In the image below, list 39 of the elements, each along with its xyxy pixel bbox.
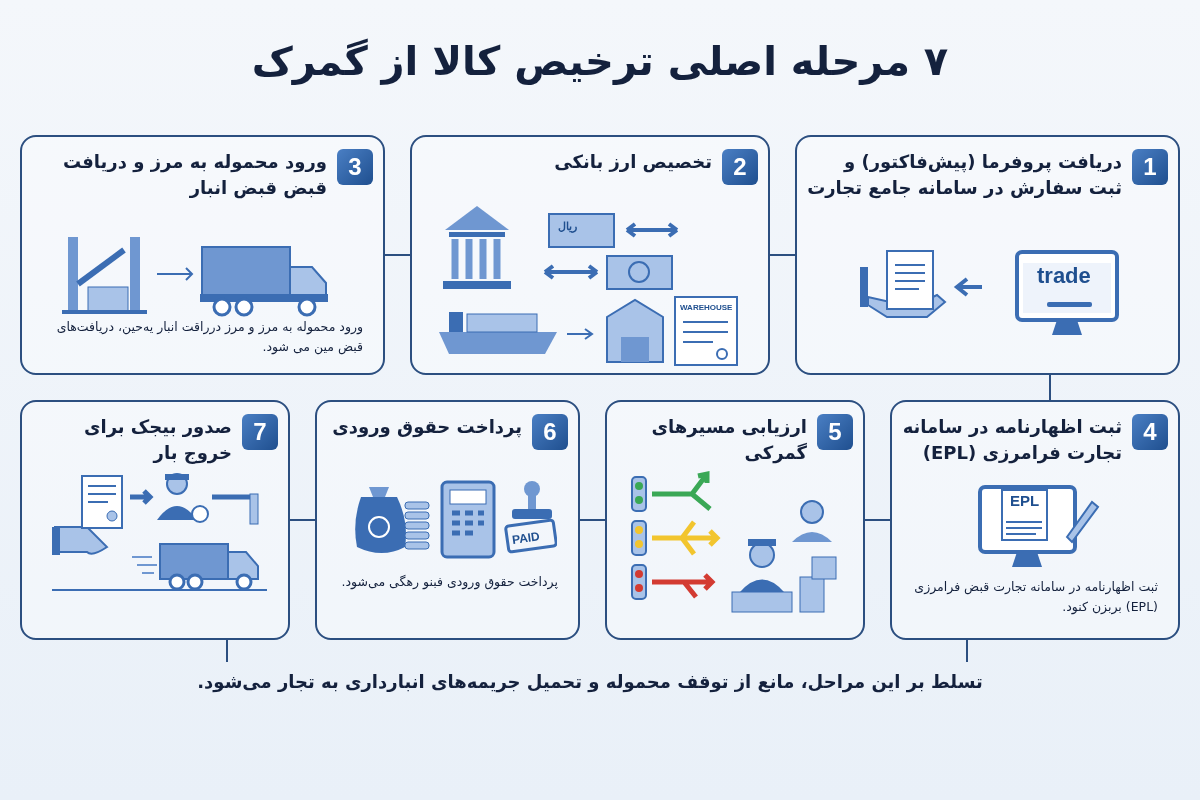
document-heading: WAREHOUSE — [680, 304, 733, 312]
step-heading: تخصیص ارز بانکی — [553, 150, 712, 175]
title-text: ۷ مرحله اصلی ترخیص کالا از گمرک — [250, 38, 950, 84]
connector-line — [966, 639, 968, 663]
step-heading: ارزیابی مسیرهای گمرکی — [650, 415, 807, 466]
connector-line — [384, 254, 411, 256]
step-description: ثبت اظهارنامه در سامانه تجارت قبض فرامرزی (EPL) بربزن کنود. — [913, 578, 1158, 617]
number-badge: 3 — [337, 149, 373, 185]
connector-line — [1049, 374, 1051, 401]
connector-line — [769, 254, 796, 256]
document-heading: EPL — [1010, 493, 1040, 508]
step-panel — [795, 135, 1180, 375]
step-heading: ثبت اظهارنامه در سامانه تجارت فرامرزی (EPL) — [902, 415, 1122, 466]
connector-line — [864, 519, 891, 521]
banknote-text: ریال — [558, 221, 577, 232]
step-heading: دریافت پروفرما (پیش‌فاکتور) و ثبت سفارش در سامانه جامع تجارت — [807, 150, 1122, 201]
step-panel — [890, 400, 1180, 640]
step-panel — [410, 135, 770, 375]
connector-line — [289, 519, 316, 521]
step-heading: پرداخت حقوق ورودی — [331, 415, 522, 440]
step-panel — [605, 400, 865, 640]
number-badge: 6 — [532, 414, 568, 450]
number-badge: 1 — [1132, 149, 1168, 185]
step-heading: ورود محموله به مرز و دریافت قبض قبض انبار — [62, 150, 327, 201]
number-badge: 7 — [242, 414, 278, 450]
number-badge: 2 — [722, 149, 758, 185]
step-heading: صدور بیجک برای خروج بار — [83, 415, 232, 466]
summary-text: تسلط بر این مراحل، مانع از توقف محموله و تحمیل جریمه‌های انبارداری به تجار می‌شود. — [150, 662, 1030, 702]
number-badge: 5 — [817, 414, 853, 450]
step-panel — [20, 135, 385, 375]
step-panel — [315, 400, 580, 640]
step-description: پرداخت حقوق ورودی فبنو رهگی می‌شود. — [340, 573, 558, 592]
connector-line — [226, 639, 228, 663]
step-description: ورود محموله به مرز و مرز درراقت انبار یه‌حین، دریافت‌های قبض مین می شود. — [55, 318, 363, 357]
step-panel — [20, 400, 290, 640]
number-badge: 4 — [1132, 414, 1168, 450]
stamp-text: PAID — [511, 530, 541, 546]
connector-line — [579, 519, 606, 521]
screen-text: trade — [1037, 265, 1091, 287]
